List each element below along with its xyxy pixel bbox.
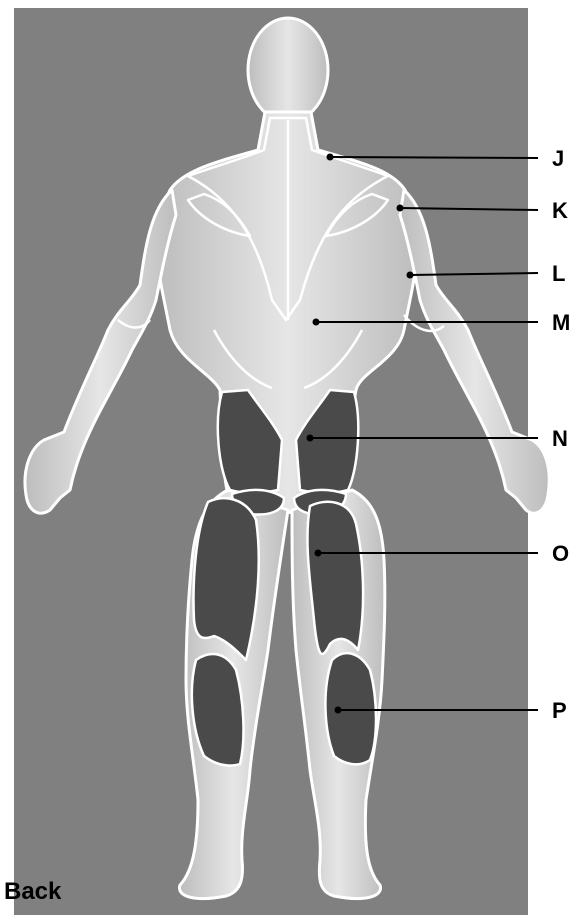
callout-label-l: L [552, 261, 565, 286]
callout-label-k: K [552, 198, 568, 223]
callout-label-n: N [552, 426, 568, 451]
callout-label-j: J [552, 146, 564, 171]
callout-label-p: P [552, 698, 567, 723]
anchor-dot-o [315, 550, 322, 557]
view-label: Back [4, 878, 61, 906]
anchor-dot-p [335, 707, 342, 714]
anchor-dot-l [407, 272, 414, 279]
left-hamstring [194, 498, 259, 660]
head [248, 18, 328, 122]
callout-label-m: M [552, 310, 570, 335]
leader-line-j [330, 157, 538, 158]
anchor-dot-m [313, 319, 320, 326]
right-calf [325, 653, 376, 764]
anchor-dot-k [397, 205, 404, 212]
anchor-dot-n [307, 435, 314, 442]
anchor-dot-j [327, 154, 334, 161]
right-hamstring [307, 502, 363, 654]
callout-label-o: O [552, 541, 569, 566]
